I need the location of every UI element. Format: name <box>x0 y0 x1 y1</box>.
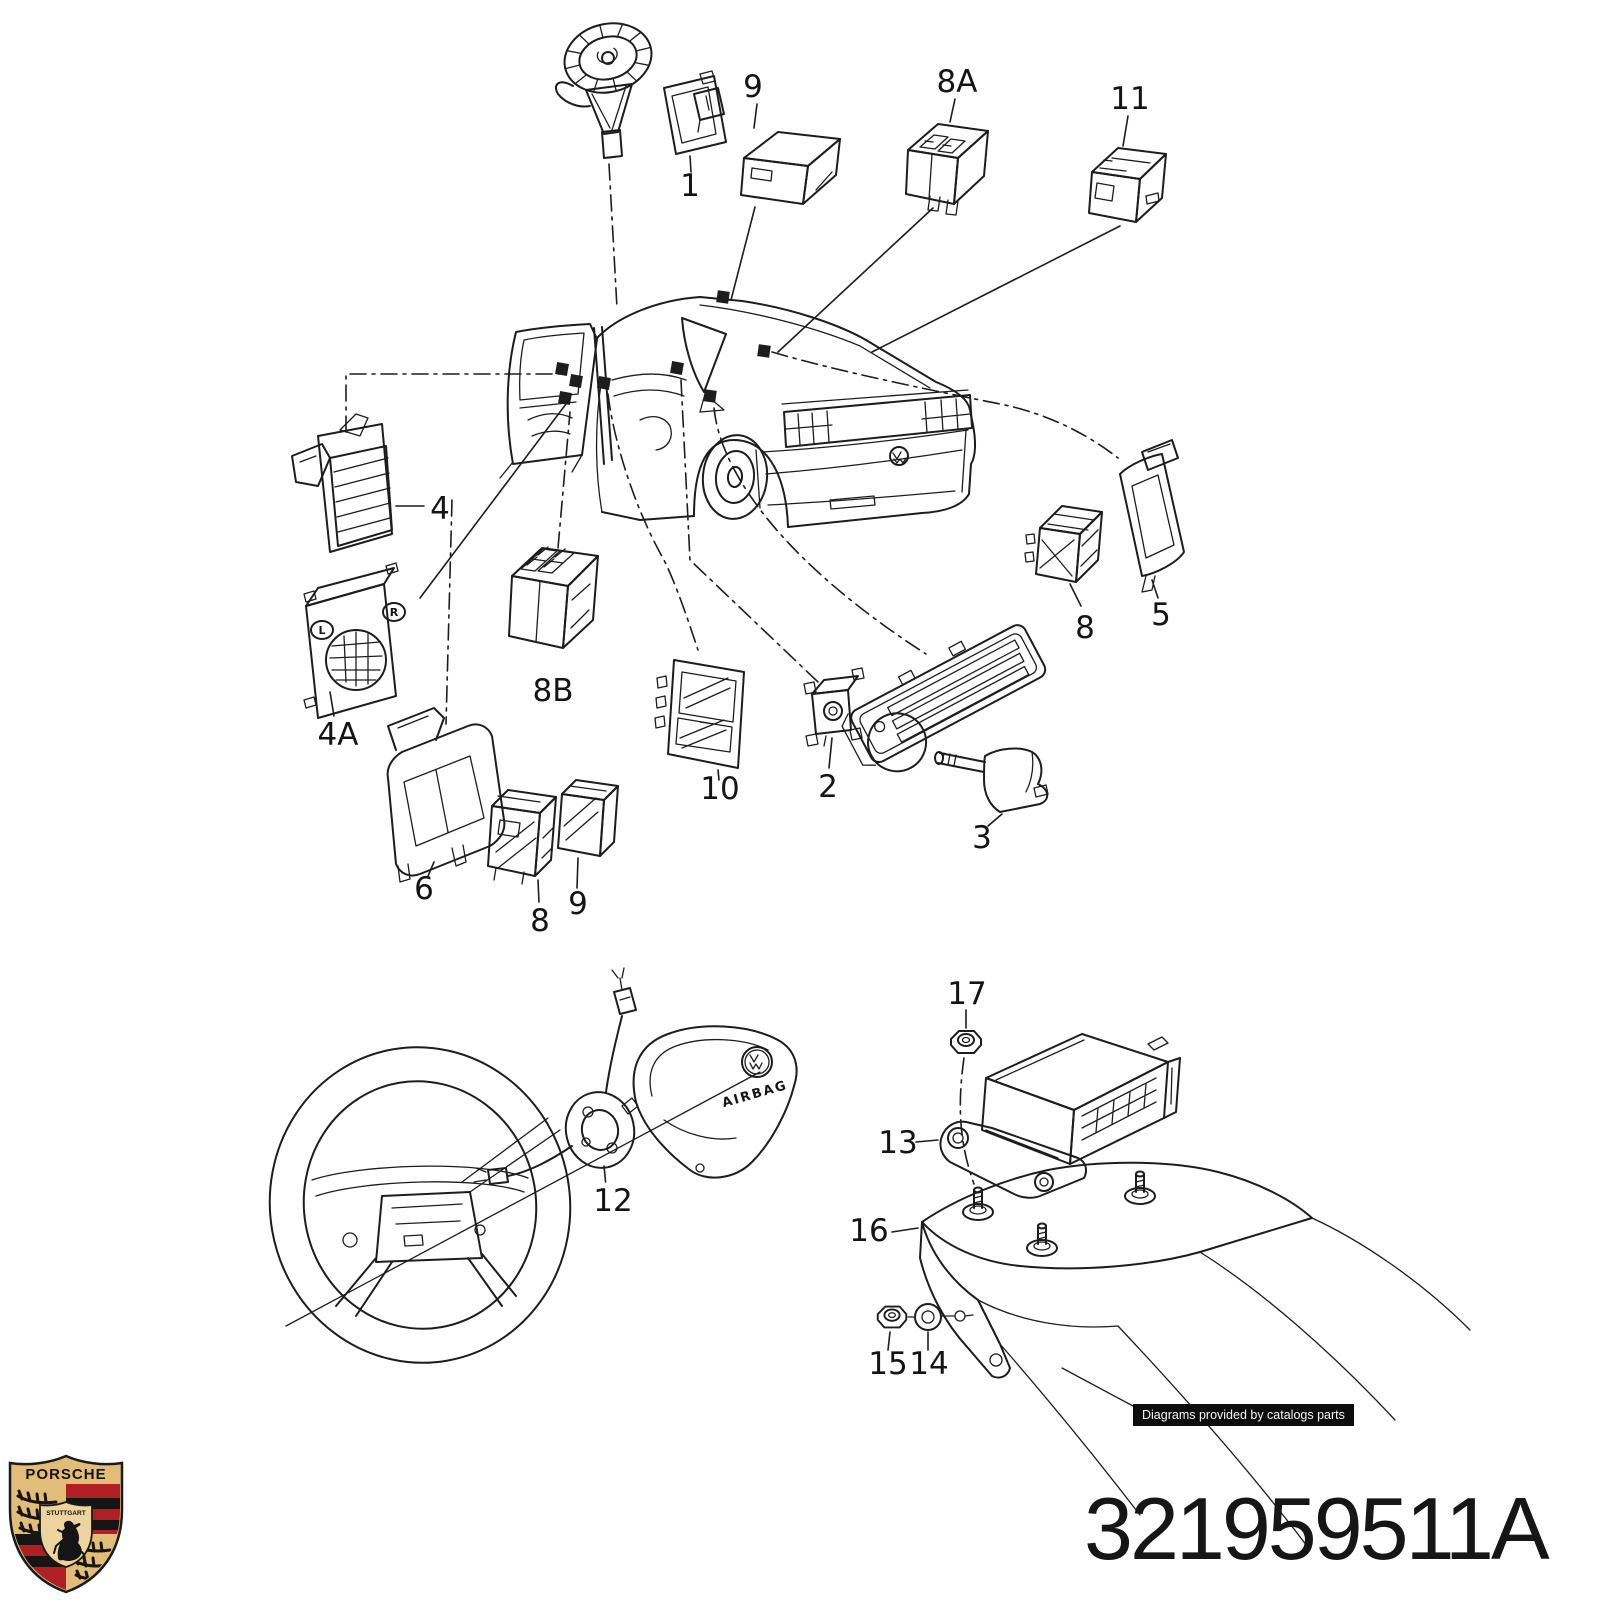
window-switch-8b-figure <box>508 546 599 649</box>
callout-8-left: 8 <box>530 903 550 939</box>
airbag-slip-ring-figure <box>473 967 639 1187</box>
porsche-crest-logo: PORSCHE STUTTGART <box>8 1454 124 1594</box>
switch-11-figure <box>1088 115 1167 223</box>
car-figure <box>499 289 977 528</box>
callout-1: 1 <box>680 168 700 204</box>
callout-5: 5 <box>1151 597 1171 633</box>
airbag-module-label: AIRBAG <box>720 1078 789 1111</box>
switch-9-top-figure <box>740 103 841 205</box>
fasteners-figure <box>876 1009 982 1351</box>
callout-12: 12 <box>593 1183 632 1219</box>
callout-6: 6 <box>414 871 434 907</box>
callout-9-top: 9 <box>743 69 763 105</box>
callout-17: 17 <box>947 976 986 1012</box>
switch-9-left-figure <box>557 779 619 889</box>
callout-8-right: 8 <box>1075 610 1095 646</box>
callout-3: 3 <box>972 820 992 856</box>
callout-4a: 4A <box>318 717 359 753</box>
airbag-module-figure: AIRBAG <box>632 1025 798 1179</box>
switch-8a-figure <box>905 98 989 216</box>
switch-8-left-figure <box>487 789 557 903</box>
mounting-bracket-16-figure <box>891 1161 1471 1551</box>
headlight-switch-housing-figure <box>291 413 425 553</box>
switch-10-figure <box>654 659 745 781</box>
lock-switch-2-figure <box>803 667 865 769</box>
switch-8-right-figure <box>1024 505 1103 607</box>
mirror-adjust-switch-figure: L R <box>303 562 406 719</box>
callout-10: 10 <box>700 771 739 807</box>
bracket-13-figure <box>915 1120 1087 1199</box>
bezel-6-figure <box>386 707 506 883</box>
callout-9-left: 9 <box>568 886 588 922</box>
callout-15: 15 <box>868 1346 907 1382</box>
bezel-5-figure <box>1119 439 1185 599</box>
airbag-control-unit-figure <box>981 1033 1181 1165</box>
switch-location-markers <box>554 289 772 406</box>
leader-lines <box>345 163 1121 725</box>
callout-8a: 8A <box>937 64 978 100</box>
watermark-badge: Diagrams provided by catalogs parts <box>1133 1404 1354 1426</box>
callout-16: 16 <box>849 1213 888 1249</box>
part-number: 321959511A <box>1084 1479 1550 1578</box>
callout-11: 11 <box>1110 81 1149 117</box>
callout-labels: 1 9 8A 11 4 4A 8B 10 2 3 6 8 9 8 5 12 17… <box>318 64 1171 1382</box>
steering-wheel-figure <box>268 1046 761 1364</box>
callout-14: 14 <box>909 1346 948 1382</box>
callout-8b: 8B <box>533 673 574 709</box>
callout-4: 4 <box>430 491 450 527</box>
mirror-switch-right-mark: R <box>390 606 399 619</box>
blower-motor-figure <box>554 22 727 173</box>
callout-13: 13 <box>878 1125 917 1161</box>
callout-2: 2 <box>818 769 838 805</box>
ignition-key-figure <box>934 747 1049 827</box>
heater-panel-bezel-figure <box>841 624 1047 773</box>
stuttgart-label: STUTTGART <box>46 1510 85 1517</box>
mirror-switch-left-mark: L <box>318 624 325 637</box>
porsche-wordmark: PORSCHE <box>25 1466 106 1483</box>
